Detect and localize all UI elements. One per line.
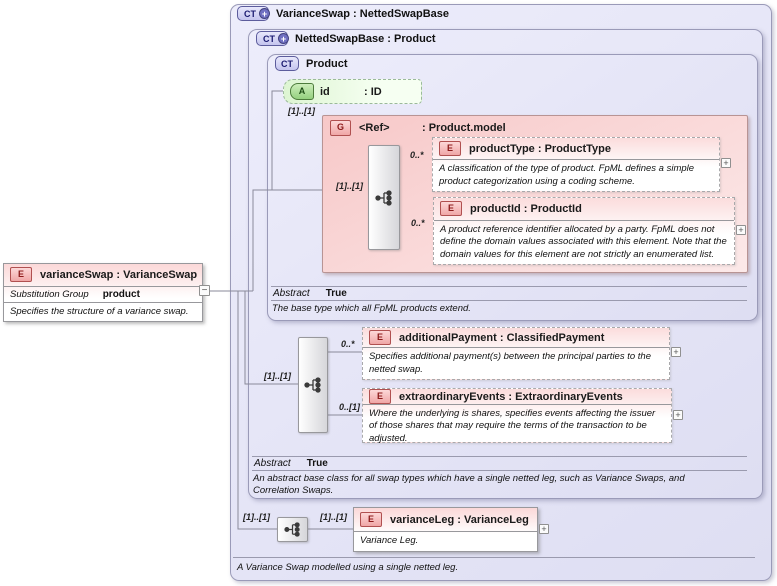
cardinality-label: 0..[1] — [339, 402, 361, 412]
varianceswap-doc: A Variance Swap modelled using a single … — [237, 562, 459, 573]
element-productid-box[interactable]: E productId : ProductId A product refere… — [433, 197, 735, 265]
product-doc: The base type which all FpML products ex… — [272, 303, 471, 314]
group-icon: G — [330, 120, 351, 136]
element-description: Specifies the structure of a variance sw… — [4, 301, 202, 321]
element-extraordinaryevents-box[interactable]: E extraordinaryEvents : ExtraordinaryEve… — [362, 388, 672, 444]
substitution-group-label: Substitution Group — [10, 288, 89, 300]
complextype-icon: CT + — [256, 31, 289, 46]
cardinality-label: 0..* — [411, 218, 425, 228]
element-icon: E — [369, 389, 391, 404]
element-icon: E — [10, 267, 32, 283]
sequence-icon[interactable] — [277, 517, 308, 542]
varianceswap-title: VarianceSwap : NettedSwapBase — [276, 7, 450, 20]
element-title-row: E varianceLeg : VarianceLeg — [354, 508, 537, 531]
element-icon: E — [440, 201, 462, 217]
derived-plus-icon: + — [259, 8, 270, 19]
cardinality-label: [1]..[1] — [264, 371, 291, 381]
expand-plus-icon[interactable]: + — [539, 524, 549, 534]
sequence-glyph — [375, 189, 392, 206]
abstract-value: True — [306, 458, 328, 469]
cardinality-label: 0..* — [410, 150, 424, 160]
sequence-icon[interactable] — [298, 337, 328, 433]
substitution-group-row: Substitution Group product — [4, 285, 202, 302]
expand-plus-icon[interactable]: + — [673, 410, 683, 420]
element-title-row: E additionalPayment : ClassifiedPayment — [363, 328, 669, 347]
product-header: CT Product — [275, 56, 348, 71]
sequence-glyph — [284, 522, 300, 537]
element-title: varianceSwap : VarianceSwap — [40, 268, 198, 281]
attribute-type: : ID — [364, 85, 382, 98]
ct-badge-label: CT — [281, 58, 293, 69]
expand-plus-icon[interactable]: + — [736, 225, 746, 235]
nettedswapbase-header: CT + NettedSwapBase : Product — [256, 31, 436, 46]
element-title-row: E extraordinaryEvents : ExtraordinaryEve… — [363, 389, 671, 404]
cardinality-label: [1]..[1] — [243, 512, 270, 522]
element-icon: E — [360, 512, 382, 527]
element-description: A classification of the type of product.… — [433, 159, 719, 191]
group-name: <Ref> — [359, 122, 390, 134]
abstract-value: True — [325, 288, 347, 299]
derived-plus-icon: + — [278, 33, 289, 44]
element-title-row: E productType : ProductType — [433, 138, 719, 159]
element-description: Specifies additional payment(s) between … — [363, 347, 669, 379]
abstract-label: Abstract — [273, 288, 310, 299]
element-icon: E — [369, 330, 391, 346]
cardinality-label: [1]..[1] — [288, 106, 315, 116]
doc-divider — [233, 557, 755, 558]
attribute-icon: A — [290, 83, 314, 100]
element-producttype-box[interactable]: E productType : ProductType A classifica… — [432, 137, 720, 192]
group-type: : Product.model — [422, 122, 506, 134]
product-title: Product — [306, 57, 348, 70]
nettedswapbase-title: NettedSwapBase : Product — [295, 32, 436, 45]
collapse-minus-icon[interactable]: − — [199, 285, 210, 296]
attribute-id-box[interactable]: A id : ID — [283, 79, 422, 104]
element-title: productId : ProductId — [470, 202, 582, 215]
element-title: additionalPayment : ClassifiedPayment — [399, 331, 605, 344]
element-description: A product reference identifier allocated… — [434, 219, 734, 264]
complextype-icon: CT + — [237, 6, 270, 21]
element-title: varianceLeg : VarianceLeg — [390, 513, 529, 526]
element-varianceleg-box[interactable]: E varianceLeg : VarianceLeg Variance Leg… — [353, 507, 538, 552]
complextype-icon: CT — [275, 56, 299, 71]
element-title: productType : ProductType — [469, 142, 611, 155]
element-description: Variance Leg. — [354, 531, 537, 551]
varianceswap-header: CT + VarianceSwap : NettedSwapBase — [237, 6, 449, 21]
sequence-glyph — [304, 377, 321, 393]
ct-badge-label: CT — [263, 33, 275, 44]
element-title-row: E productId : ProductId — [434, 198, 734, 220]
cardinality-label: [1]..[1] — [336, 181, 363, 191]
expand-plus-icon[interactable]: + — [721, 158, 731, 168]
product-abstract-row: Abstract True — [271, 286, 747, 301]
nettedswapbase-abstract-row: Abstract True — [252, 456, 747, 471]
expand-plus-icon[interactable]: + — [671, 347, 681, 357]
nettedswapbase-doc: An abstract base class for all swap type… — [253, 473, 685, 497]
group-ref-header: G <Ref> : Product.model — [323, 116, 747, 140]
element-additionalpayment-box[interactable]: E additionalPayment : ClassifiedPayment … — [362, 327, 670, 380]
element-description: Where the underlying is shares, specifie… — [363, 404, 671, 448]
element-title: extraordinaryEvents : ExtraordinaryEvent… — [399, 390, 623, 403]
ct-badge-label: CT — [244, 8, 256, 19]
element-icon: E — [439, 141, 461, 157]
abstract-label: Abstract — [254, 458, 291, 469]
element-title-row: E varianceSwap : VarianceSwap — [4, 264, 202, 286]
substitution-group-value: product — [102, 288, 140, 300]
root-element-varianceswap-box[interactable]: E varianceSwap : VarianceSwap Substituti… — [3, 263, 203, 322]
cardinality-label: 0..* — [341, 339, 355, 349]
attribute-name: id — [320, 85, 330, 98]
sequence-icon[interactable] — [368, 145, 400, 250]
cardinality-label: [1]..[1] — [320, 512, 347, 522]
